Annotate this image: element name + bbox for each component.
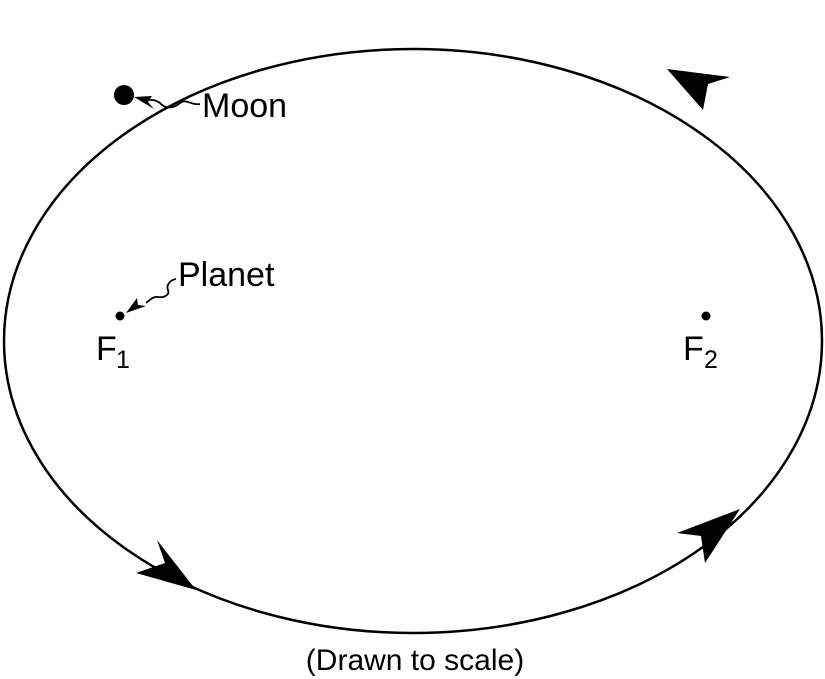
- focus-2-subscript: 2: [704, 346, 718, 374]
- focus-2-label: F 2: [683, 330, 718, 374]
- planet-label: Planet: [178, 256, 275, 294]
- focus-2-letter: F: [683, 330, 704, 368]
- moon-body: [114, 85, 134, 105]
- orbit-direction-arrow-bottom-left: [136, 540, 196, 590]
- planet-focus-1-dot: [115, 311, 125, 321]
- focus-1-letter: F: [96, 330, 117, 368]
- diagram-caption: (Drawn to scale): [306, 644, 524, 677]
- orbit-direction-arrow-bottom-right: [677, 509, 740, 563]
- focus-2-dot: [701, 311, 711, 321]
- planet-pointer-arrow: [126, 278, 177, 313]
- moon-label: Moon: [202, 87, 287, 125]
- moon-pointer-arrow: [134, 96, 201, 109]
- orbit-direction-arrow-top-right: [667, 69, 730, 110]
- orbit-ellipse: [2, 47, 824, 635]
- focus-1-subscript: 1: [116, 346, 130, 374]
- focus-1-label: F 1: [96, 330, 130, 374]
